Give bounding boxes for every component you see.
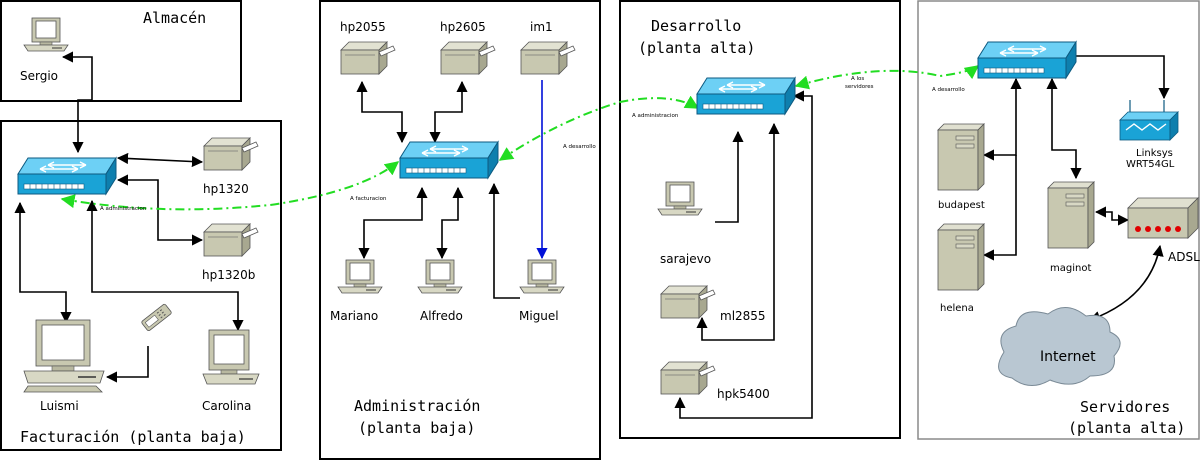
room-title-administracion: Administración [354,397,480,415]
link-switch-linksys [1052,50,1170,100]
device-label-linksys-model: WRT54GL [1126,159,1175,170]
room-title-desarrollo: Desarrollo [651,17,741,35]
label-serv-to-desa: A desarrollo [932,87,965,93]
link-hp2055-switch [356,80,408,144]
link-switch-maginot [1046,77,1082,180]
device-label-hp1320: hp1320 [203,182,249,196]
device-label-im1: im1 [530,20,553,34]
device-label-alfredo: Alfredo [420,309,463,323]
switch-facturacion [17,157,117,195]
device-label-hp2605: hp2605 [440,20,486,34]
room-subtitle-administracion: (planta baja) [358,419,475,437]
label-desa-to-serv-2: servidores [845,84,874,90]
device-label-luismi: Luismi [40,399,79,413]
server-maginot [1047,181,1095,249]
room-subtitle-servidores: (planta alta) [1068,419,1185,437]
device-label-adsl: ADSL [1168,250,1200,264]
link-maginot-adsl [1094,206,1130,226]
link-hp2605-switch [429,80,468,144]
link-switch-alfredo [436,186,464,260]
device-label-hpk5400: hpk5400 [717,387,770,401]
switch-administracion [399,141,499,179]
link-adsl-internet [1088,244,1164,322]
device-label-internet: Internet [1040,349,1096,365]
server-budapest [937,123,985,191]
router-linksys [1119,100,1179,141]
label-admin-to-desa: A desarrollo [563,144,596,150]
device-label-budapest: budapest [938,200,985,211]
link-switch-luismi [14,201,72,324]
phone-icon [141,303,172,332]
room-title-facturacion: Facturación (planta baja) [20,428,246,446]
label-fact-to-admin: A administracion [100,206,147,212]
device-label-sarajevo: sarajevo [660,252,711,266]
link-luismi-phone [105,346,149,383]
internet-cloud-icon [998,307,1121,386]
workstation-carolina [202,329,260,385]
device-label-linksys: Linksys [1136,148,1173,159]
label-desa-to-serv-1: A los [851,76,864,82]
room-subtitle-desarrollo: (planta alta) [638,39,755,57]
room-title-almacen: Almacén [143,9,206,27]
backbone-desarrollo-servidores [794,65,980,90]
room-title-servidores: Servidores [1080,398,1170,416]
device-label-hp2055: hp2055 [340,20,386,34]
backbone-administracion-desarrollo [498,95,700,161]
switch-desarrollo [696,77,796,115]
label-desa-to-admin: A administracion [632,113,679,119]
link-sergio-switch [61,51,93,154]
device-label-ml2855: ml2855 [720,309,766,323]
link-hpk5400-switch [674,90,813,419]
device-label-maginot: maginot [1050,263,1091,274]
device-label-sergio: Sergio [20,69,58,83]
device-label-miguel: Miguel [519,309,559,323]
label-admin-to-fact: A facturacion [350,196,387,202]
switch-servidores [977,41,1077,79]
link-switch-helena [982,155,1017,261]
link-miguel-switch [488,182,520,299]
device-label-hp1320b: hp1320b [202,268,255,282]
link-switch-mariano [358,186,428,260]
server-helena [937,223,985,291]
link-switch-carolina [86,199,244,332]
device-label-carolina: Carolina [202,399,251,413]
modem-adsl [1127,197,1199,239]
device-label-mariano: Mariano [330,309,378,323]
backbone-facturacion-administracion [60,161,400,211]
device-label-helena: helena [940,303,974,314]
